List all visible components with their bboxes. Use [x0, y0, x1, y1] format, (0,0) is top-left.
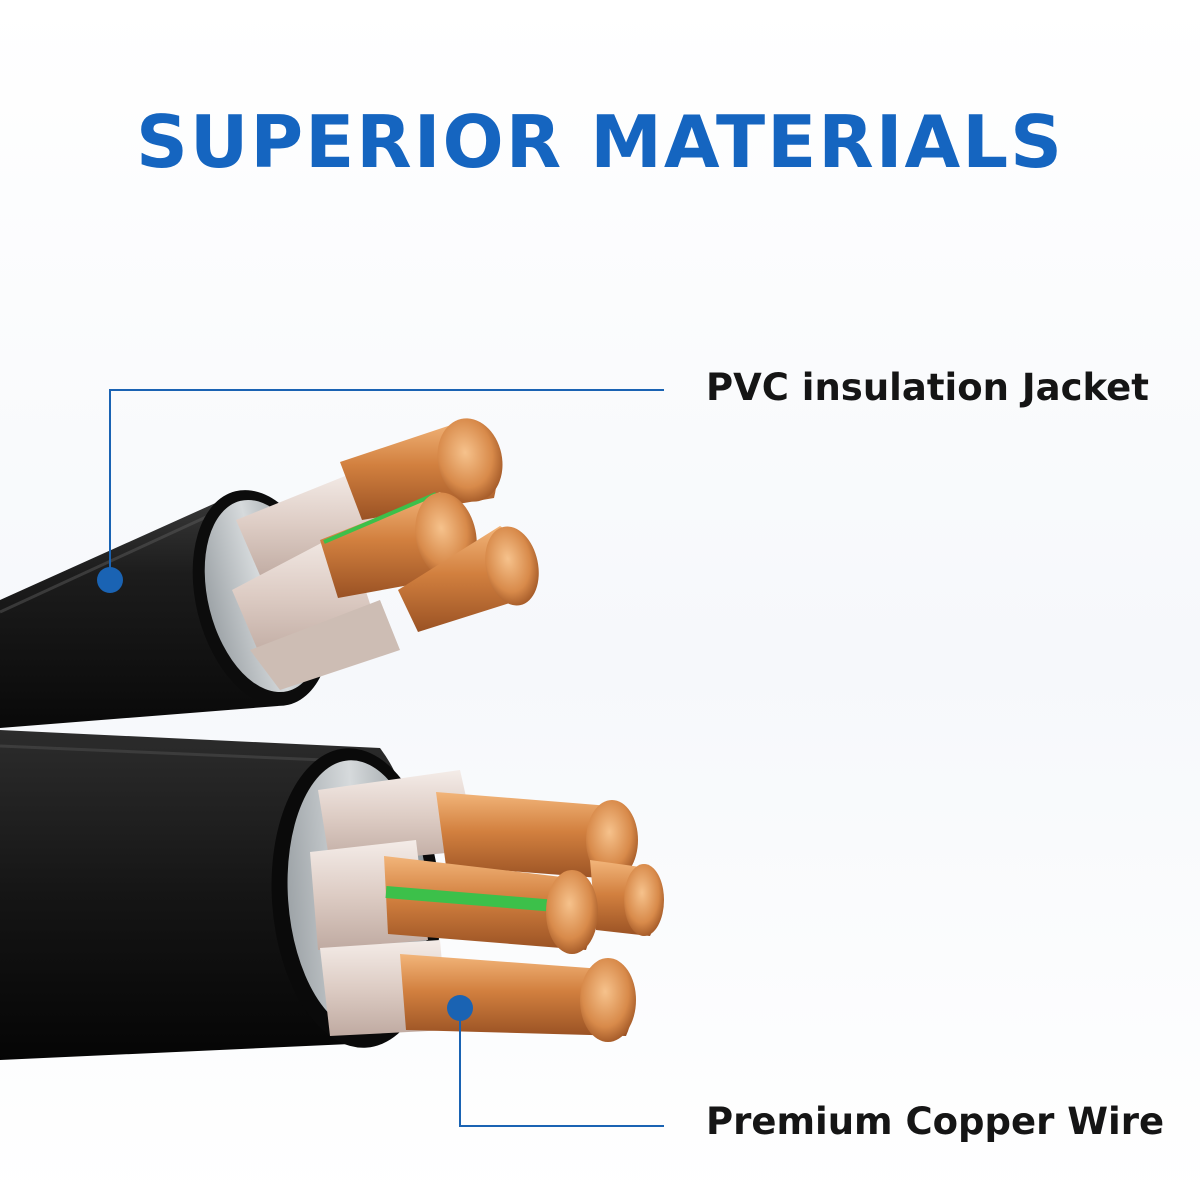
jacket-callout-dot [97, 567, 123, 593]
callout-lines [97, 389, 664, 1127]
jacket-callout-label: PVC insulation Jacket [706, 366, 1149, 409]
upper-cable [0, 418, 539, 728]
copper-callout-label: Premium Copper Wire [706, 1100, 1165, 1143]
page-title: SUPERIOR MATERIALS [136, 100, 1064, 184]
jacket-callout-line [109, 389, 664, 580]
copper-callout-dot [447, 995, 473, 1021]
copper-callout-line [459, 1008, 664, 1127]
lower-cable [0, 730, 664, 1060]
